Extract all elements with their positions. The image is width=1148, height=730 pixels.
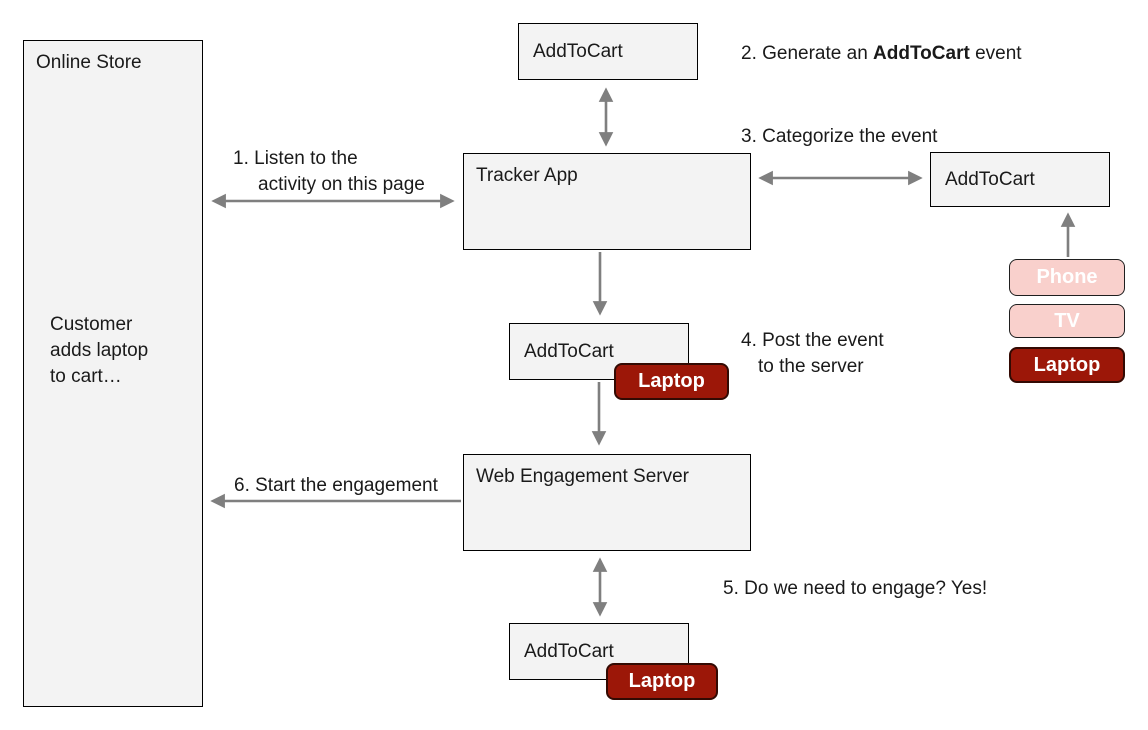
annotation-step2-bold: AddToCart xyxy=(873,43,970,64)
tracker-app-label: Tracker App xyxy=(476,165,578,186)
annotation-step2: 2. Generate an AddToCart event xyxy=(741,43,1022,65)
web-engagement-server-label: Web Engagement Server xyxy=(476,466,689,487)
laptop-badge-bottom: Laptop xyxy=(606,663,718,700)
laptop-badge-right: Laptop xyxy=(1009,347,1125,383)
annotation-step4-line1: 4. Post the event xyxy=(741,330,884,351)
annotation-step4-line2: to the server xyxy=(758,356,864,377)
addtocart-bottom-label: AddToCart xyxy=(524,640,614,662)
annotation-step1-line1: 1. Listen to the xyxy=(233,148,358,169)
addtocart-right-label: AddToCart xyxy=(945,168,1035,190)
annotation-step2-suffix: event xyxy=(969,43,1022,64)
addtocart-top-box: AddToCart xyxy=(518,23,698,80)
customer-note: Customer adds laptop to cart… xyxy=(50,314,149,387)
tracker-app-box: Tracker App xyxy=(463,153,751,250)
annotation-step2-prefix: 2. Generate an xyxy=(741,43,874,64)
annotation-step6: 6. Start the engagement xyxy=(234,475,438,496)
online-store-box: Online Store xyxy=(23,40,203,707)
annotation-step5: 5. Do we need to engage? Yes! xyxy=(723,578,988,599)
addtocart-right-box: AddToCart xyxy=(930,152,1110,207)
phone-badge: Phone xyxy=(1009,259,1125,296)
annotation-step1-line2: activity on this page xyxy=(258,174,425,195)
addtocart-mid-label: AddToCart xyxy=(524,340,614,362)
laptop-badge-mid: Laptop xyxy=(614,363,729,400)
addtocart-top-label: AddToCart xyxy=(533,40,623,62)
web-engagement-server-box: Web Engagement Server xyxy=(463,454,751,551)
online-store-label: Online Store xyxy=(36,52,142,73)
annotation-step3: 3. Categorize the event xyxy=(741,126,938,147)
tv-badge: TV xyxy=(1009,304,1125,338)
